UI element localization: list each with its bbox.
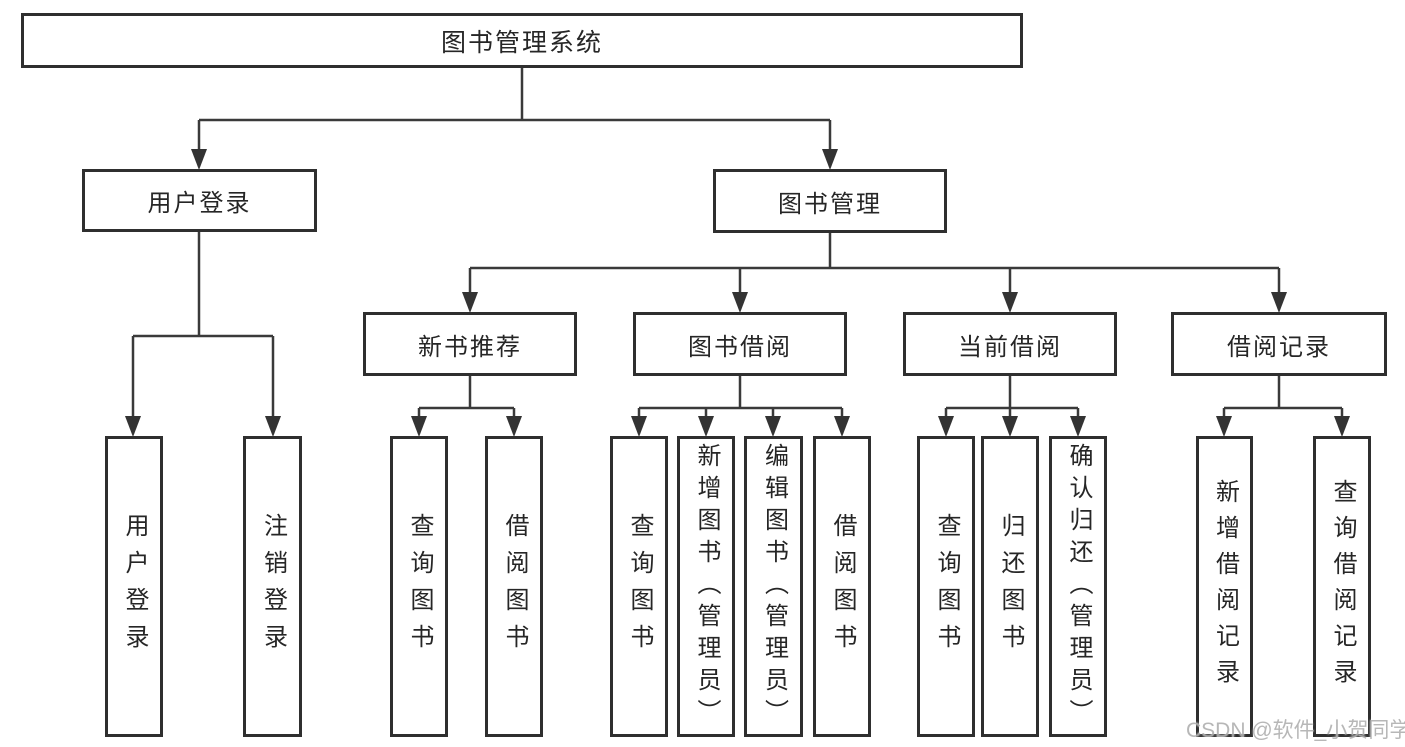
leaf-return-book: 归还图书 (981, 436, 1039, 737)
leaf-label: 查询图书 (406, 512, 433, 661)
leaf-label: 编辑图书（管理员） (760, 442, 788, 731)
leaf-label: 借阅图书 (829, 512, 856, 661)
leaf-label: 新增借阅记录 (1211, 478, 1239, 695)
leaf-query-books-1: 查询图书 (390, 436, 448, 737)
leaf-label: 查询借阅记录 (1329, 478, 1356, 695)
leaf-add-book-admin: 新增图书（管理员） (677, 436, 735, 737)
node-label: 图书管理系统 (440, 28, 603, 57)
leaf-borrow-books-2: 借阅图书 (813, 436, 871, 737)
arrowhead-icons (125, 149, 1350, 437)
leaf-label: 查询图书 (933, 512, 960, 661)
leaf-label: 归还图书 (997, 512, 1024, 661)
node-label: 图书管理 (778, 190, 882, 218)
leaf-query-borrow-record: 查询借阅记录 (1313, 436, 1371, 737)
leaf-query-books-2: 查询图书 (610, 436, 668, 737)
node-user-login: 用户登录 (82, 169, 317, 232)
leaf-borrow-books-1: 借阅图书 (485, 436, 543, 737)
node-borrow-records: 借阅记录 (1171, 312, 1387, 376)
leaf-add-borrow-record: 新增借阅记录 (1196, 436, 1253, 737)
node-label: 图书借阅 (688, 333, 792, 361)
leaf-confirm-return-admin: 确认归还（管理员） (1049, 436, 1107, 737)
leaf-edit-book-admin: 编辑图书（管理员） (744, 436, 803, 737)
node-label: 借阅记录 (1227, 333, 1331, 361)
node-label: 用户登录 (147, 190, 252, 217)
leaf-label: 借阅图书 (501, 512, 528, 661)
node-new-book-recommend: 新书推荐 (363, 312, 577, 376)
node-book-management: 图书管理 (713, 169, 947, 233)
csdn-watermark: CSDN @软件_小贺同学 (1186, 719, 1405, 742)
node-label: 当前借阅 (958, 333, 1062, 361)
leaf-label: 注销登录 (259, 512, 287, 661)
leaf-label: 查询图书 (626, 512, 653, 661)
leaf-logout: 注销登录 (243, 436, 302, 737)
leaf-query-books-3: 查询图书 (917, 436, 975, 737)
node-library-system: 图书管理系统 (21, 13, 1023, 68)
leaf-user-login: 用户登录 (105, 436, 163, 737)
leaf-label: 新增图书（管理员） (693, 442, 720, 731)
node-current-borrowing: 当前借阅 (903, 312, 1117, 376)
node-label: 新书推荐 (418, 333, 522, 361)
node-book-borrowing: 图书借阅 (633, 312, 847, 376)
leaf-label: 确认归还（管理员） (1065, 442, 1092, 731)
leaf-label: 用户登录 (121, 512, 148, 661)
